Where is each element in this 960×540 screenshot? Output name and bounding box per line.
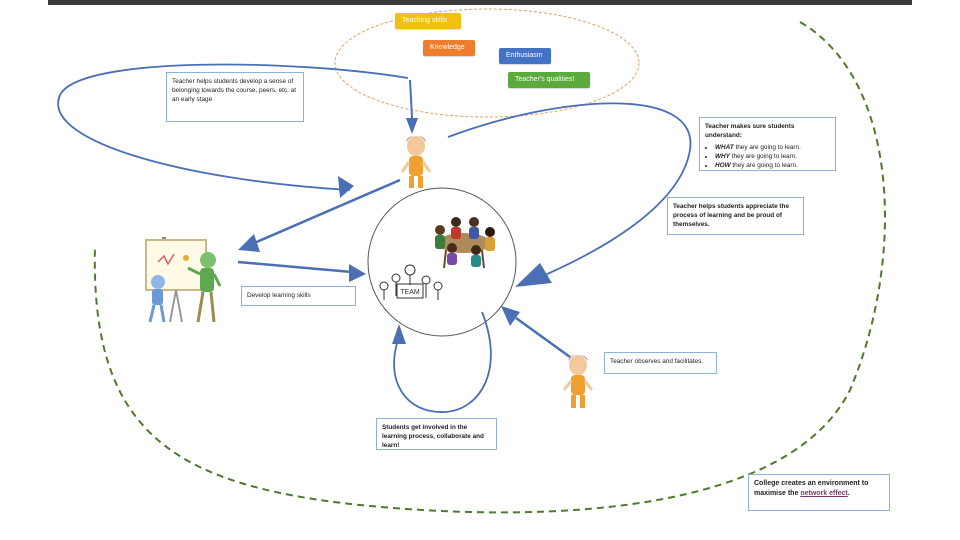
tag-teaching-skills: Teaching skills [395,13,461,29]
arrow-belonging-loop [57,63,409,191]
top-bar [48,0,912,5]
team-label: TEAM [400,289,420,296]
tag-enthusiasm: Enthusiasm [499,48,551,64]
arrow-teacher-skills [251,178,401,246]
arrowhead-belonging [338,176,354,198]
teacher-figure-top [400,135,432,188]
note-appreciate: Teacher helps students appreciate the pr… [667,197,804,235]
arrowhead-involved [392,324,406,344]
note-understand: Teacher makes sure students understand: … [699,117,836,171]
note-understand-title: Teacher makes sure students understand: [705,123,795,139]
arrow-skills-circle [237,260,353,274]
college-boundary [93,21,886,514]
arrowhead-understand [515,263,552,287]
arrow-involved-loop [393,311,492,413]
understand-item-how: HOW they are going to learn. [715,161,830,170]
arrow-observer-circle [515,316,571,359]
understand-list: WHAT they are going to learn. WHY they a… [705,143,830,170]
note-belonging: Teacher helps students develop a sense o… [166,72,304,122]
understand-item-why: WHY they are going to learn. [715,152,830,161]
whiteboard-kids-figure [145,237,222,323]
arrowhead-observer [501,306,520,326]
learning-circle [367,187,517,337]
arrow-qualities-teacher [409,79,413,119]
note-skills: Develop learning skills [241,286,356,306]
students-table-figure [435,217,495,269]
arrow-understand-loop [447,102,692,276]
college-text: College creates an environment to maximi… [754,480,869,497]
team-figure: TEAM [379,264,443,300]
tag-teacher-qualities: Teacher's qualities! [508,72,590,88]
arrowhead-qualities [406,118,418,134]
note-observes: Teacher observes and facilitates. [604,352,717,374]
arrowhead-skills [238,234,260,252]
arrowhead-circle [349,264,366,282]
understand-item-what: WHAT they are going to learn. [715,143,830,152]
teacher-figure-observer [562,354,594,408]
qualities-ellipse [334,8,640,118]
note-involved: Students get involved in the learning pr… [376,418,497,450]
network-effect-link[interactable]: network effect [800,490,848,497]
tag-knowledge: Knowledge [423,40,475,56]
note-college: College creates an environment to maximi… [748,474,890,511]
